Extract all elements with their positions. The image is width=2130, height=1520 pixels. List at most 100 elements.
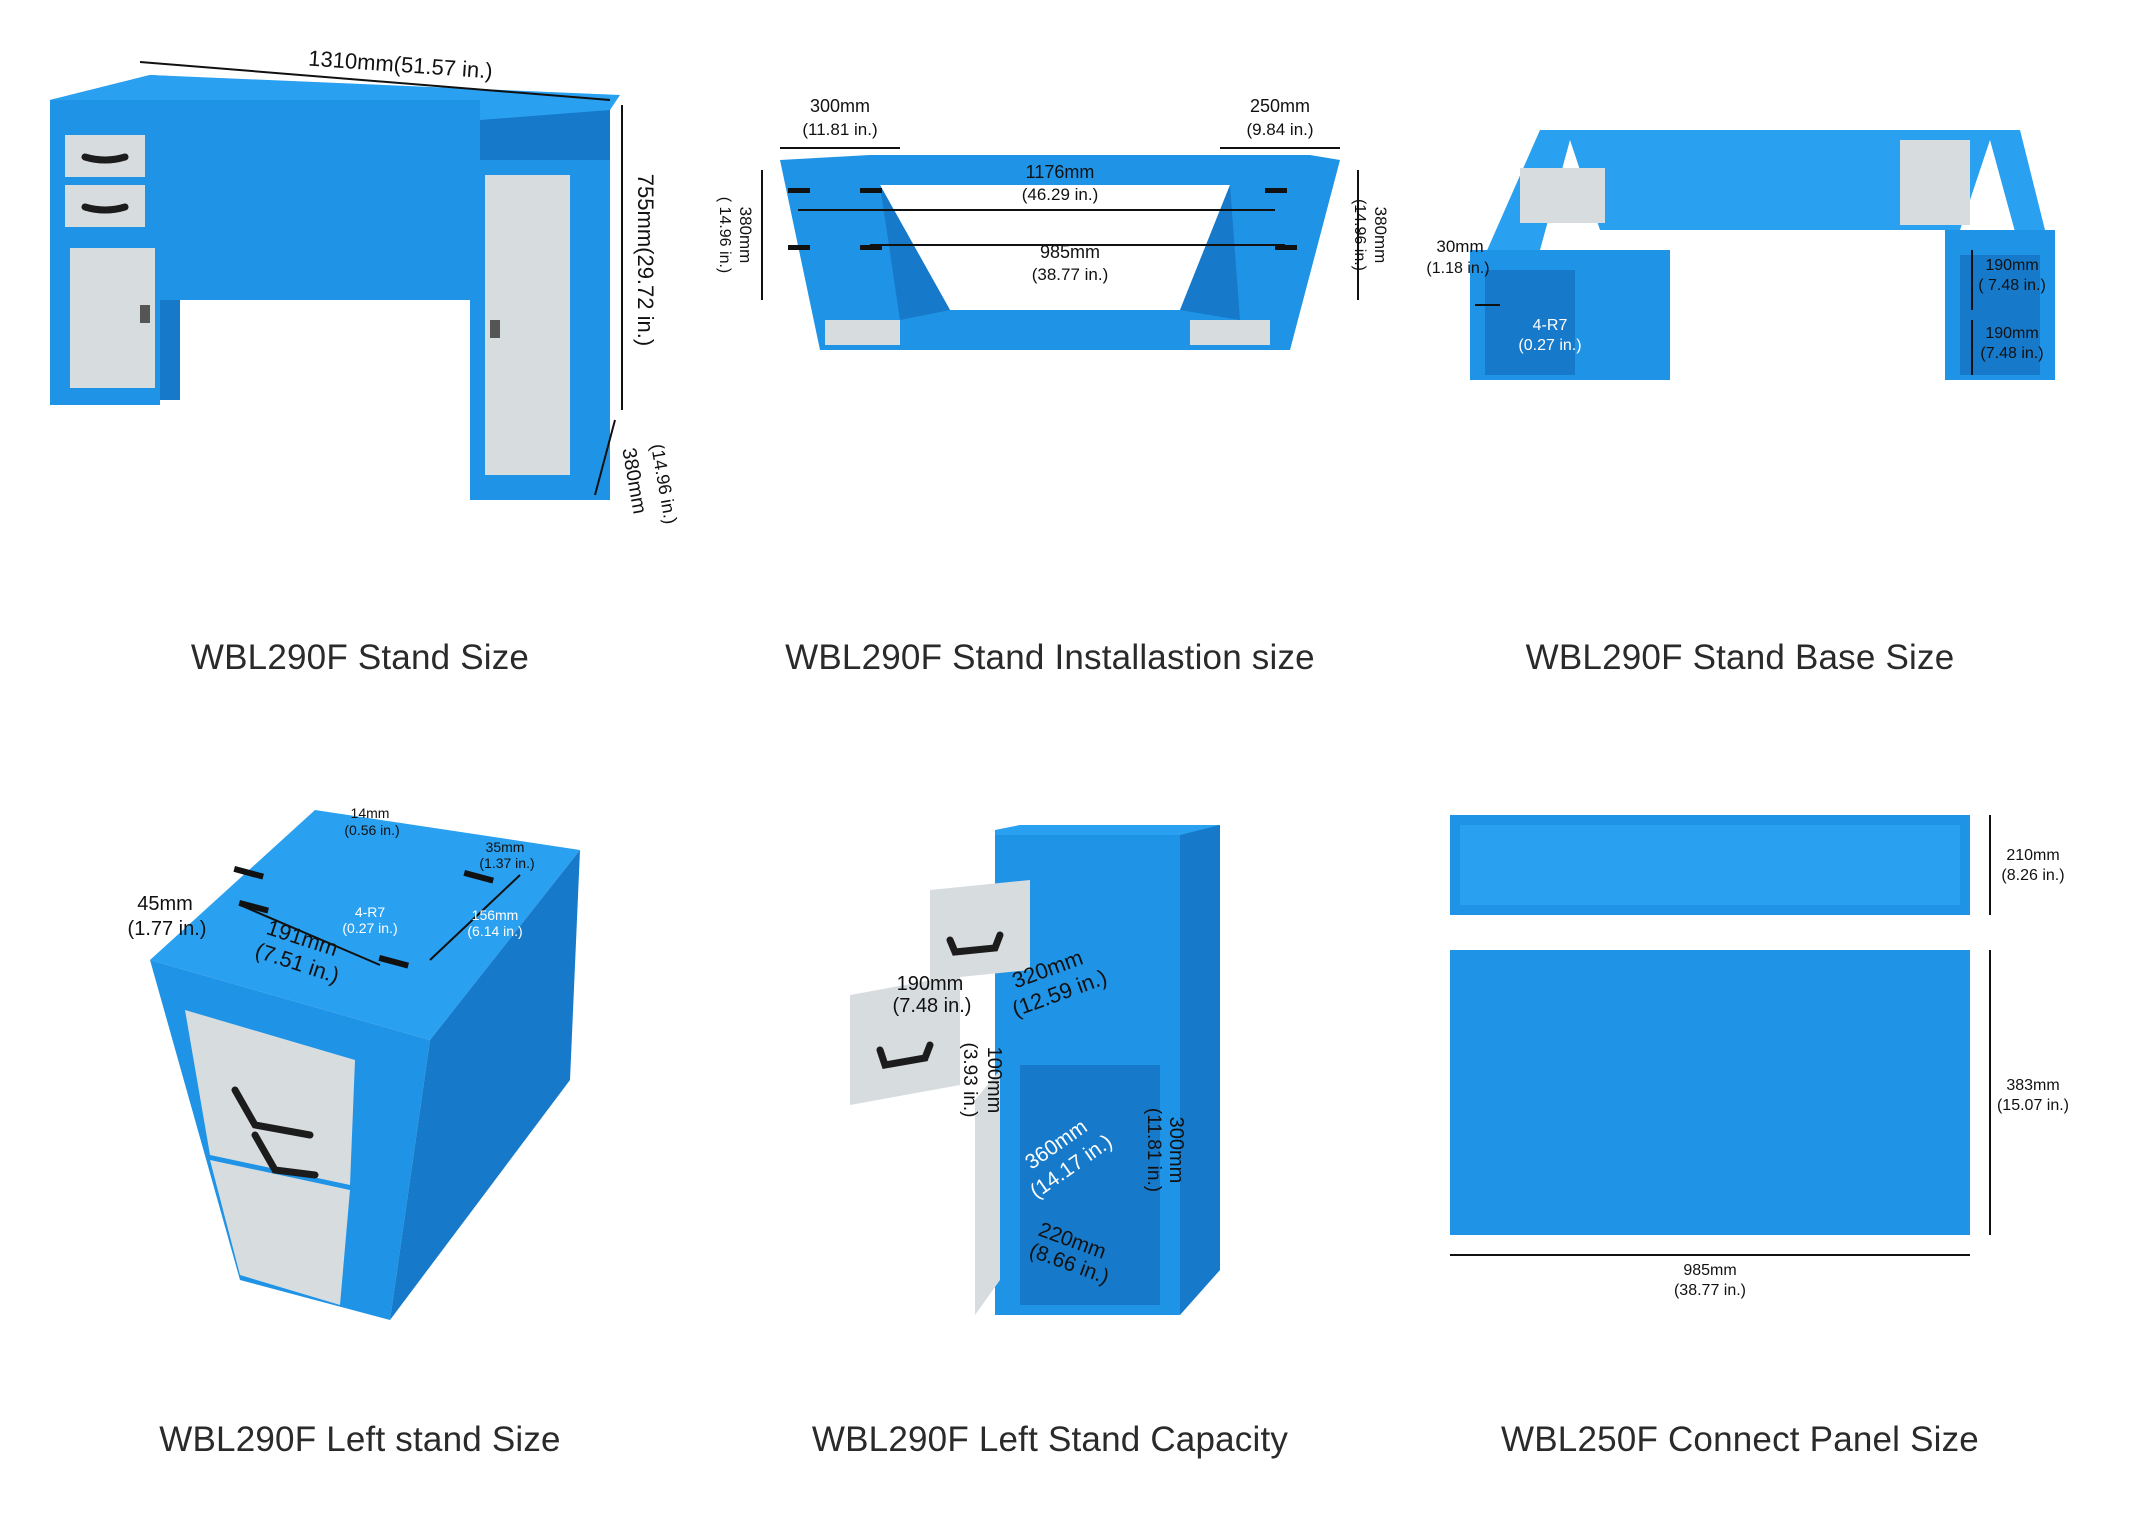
drawer-h-in: (3.93 in.) <box>959 1043 980 1118</box>
base-drawer-1 <box>1520 168 1605 223</box>
top-h-in: (8.26 in.) <box>2001 867 2064 884</box>
left-door-front <box>210 1160 350 1305</box>
offset-in: (1.18 in.) <box>1426 260 1489 277</box>
drawer-handle-icon <box>81 153 129 164</box>
caption-connect-panel-size: WBL250F Connect Panel Size <box>1501 1420 1979 1459</box>
edge-in: (1.77 in.) <box>128 918 207 940</box>
left-stand-capacity-drawing: 190mm (7.48 in.) 320mm (12.59 in.) 100mm… <box>850 825 1220 1315</box>
capacity-drawer-2 <box>850 975 960 1105</box>
right-in: (9.84 in.) <box>1246 120 1313 139</box>
desk-modesty-panel <box>160 100 480 300</box>
stand-size-drawing: 1310mm(51.57 in.) 755mm(29.72 in.) 380mm… <box>50 46 681 526</box>
frame-inner-left <box>880 185 950 320</box>
radius-in: (0.27 in.) <box>1518 337 1581 354</box>
lower-in: (7.48 in.) <box>1980 345 2043 362</box>
depth-left-in: ( 14.96 in.) <box>716 197 733 273</box>
slot-mm: 14mm <box>351 805 390 821</box>
base-right-face <box>1960 255 2040 375</box>
slot-in: (0.56 in.) <box>344 822 399 838</box>
cab-h-mm: 300mm <box>1165 1117 1187 1184</box>
caption-left-stand-capacity: WBL290F Left Stand Capacity <box>811 1420 1289 1459</box>
depth-label-in: (14.96 in.) <box>647 442 681 525</box>
drawer-handle-icon <box>81 203 129 214</box>
panel-stand-size: 1310mm(51.57 in.) 755mm(29.72 in.) 380mm… <box>10 20 710 760</box>
mounting-slots <box>233 866 494 969</box>
capacity-door <box>975 1070 1000 1315</box>
panel-connect-panel-size: 210mm (8.26 in.) 383mm (15.07 in.) 985mm… <box>1390 780 2090 1520</box>
base-size-drawing: 30mm (1.18 in.) 4-R7 (0.27 in.) 190mm ( … <box>1426 130 2055 380</box>
left-mm: 300mm <box>810 96 870 116</box>
outer-mm: 1176mm <box>1026 162 1095 182</box>
panel-w-in: (38.77 in.) <box>1674 1282 1746 1299</box>
panel-h-in: (15.07 in.) <box>1997 1097 2069 1114</box>
drawer-handle-icon <box>251 1131 319 1179</box>
frame-inner-right <box>1180 185 1240 320</box>
mounting-slots <box>788 188 1297 250</box>
stand-side <box>390 850 580 1320</box>
lock-icon <box>140 305 150 323</box>
left-stand-drawing: 14mm (0.56 in.) 35mm (1.37 in.) 45mm (1.… <box>128 805 580 1320</box>
left-in: (11.81 in.) <box>802 120 877 139</box>
panel-h-mm: 383mm <box>2006 1077 2059 1094</box>
drawer-handle-icon <box>946 931 1004 956</box>
capacity-cabinet-side <box>1180 825 1220 1315</box>
radius-label: 4-R7 <box>1533 317 1568 334</box>
width-dim-line <box>239 904 381 966</box>
lower-mm: 190mm <box>1985 325 2038 342</box>
capacity-drawer-1 <box>930 880 1030 980</box>
panel-left-stand-capacity: 190mm (7.48 in.) 320mm (12.59 in.) 100mm… <box>700 780 1400 1520</box>
connect-panel-top-face <box>1460 825 1960 905</box>
depth-right-mm: 380mm <box>1371 207 1390 264</box>
connect-panel-main <box>1450 950 1970 1235</box>
caption-base-size: WBL290F Stand Base Size <box>1525 638 1955 677</box>
left-drawer-front <box>185 1010 355 1185</box>
slot2-mm: 35mm <box>486 839 525 855</box>
upper-mm: 190mm <box>1985 257 2038 274</box>
cab-h-in: (11.81 in.) <box>1143 1108 1164 1192</box>
drawer-h-mm: 100mm <box>983 1047 1005 1114</box>
left-drawer-top <box>825 320 900 345</box>
right-mm: 250mm <box>1250 96 1310 116</box>
stand-top <box>150 810 580 1040</box>
depth-mm: 156mm <box>472 907 519 923</box>
drawer-w-in: (7.48 in.) <box>893 995 972 1017</box>
base-panel-right <box>1900 140 1970 225</box>
caption-stand-size: WBL290F Stand Size <box>190 638 530 677</box>
drawer-w-mm: 190mm <box>897 973 964 995</box>
width-dimension-line <box>139 61 611 101</box>
panel-left-stand-size: 14mm (0.56 in.) 35mm (1.37 in.) 45mm (1.… <box>10 780 710 1520</box>
depth-in: (6.14 in.) <box>467 923 522 939</box>
depth-right-in: (14.96 in.) <box>1351 199 1368 271</box>
panel-stand-base-size: 30mm (1.18 in.) 4-R7 (0.27 in.) 190mm ( … <box>1390 20 2090 760</box>
edge-mm: 45mm <box>137 893 193 915</box>
lock-icon <box>490 320 500 338</box>
upper-in: ( 7.48 in.) <box>1978 277 2046 294</box>
right-door-top <box>1190 320 1270 345</box>
drawer-handle-icon <box>876 1041 934 1069</box>
depth-dimension-line <box>594 419 616 496</box>
caption-left-stand-size: WBL290F Left stand Size <box>159 1420 561 1459</box>
height-label: 755mm(29.72 in.) <box>633 174 658 346</box>
top-h-mm: 210mm <box>2006 847 2059 864</box>
radius-label: 4-R7 <box>355 904 386 920</box>
caption-installation-size: WBL290F Stand Installastion size <box>785 638 1315 677</box>
panel-w-mm: 985mm <box>1683 1262 1736 1279</box>
desk-pedestal-side <box>160 300 180 400</box>
connect-panel-drawing: 210mm (8.26 in.) 383mm (15.07 in.) 985mm… <box>1450 815 2069 1299</box>
base-left-face <box>1485 270 1575 375</box>
drawer-middle <box>65 185 145 227</box>
inner-mm: 985mm <box>1040 242 1100 262</box>
depth-dim-line <box>429 874 521 961</box>
panel-stand-installation-size: 300mm (11.81 in.) 250mm (9.84 in.) 1176m… <box>700 20 1400 760</box>
capacity-top <box>995 825 1220 835</box>
installation-drawing: 300mm (11.81 in.) 250mm (9.84 in.) 1176m… <box>716 96 1390 350</box>
capacity-cavity <box>1020 1065 1160 1305</box>
outer-in: (46.29 in.) <box>1022 185 1099 204</box>
offset-mm: 30mm <box>1436 237 1483 256</box>
depth-left-mm: 380mm <box>736 207 755 264</box>
radius-in: (0.27 in.) <box>342 920 397 936</box>
frame-opening <box>880 185 1230 310</box>
inner-in: (38.77 in.) <box>1032 265 1109 284</box>
slot2-in: (1.37 in.) <box>479 855 534 871</box>
drawer-top <box>65 135 145 177</box>
